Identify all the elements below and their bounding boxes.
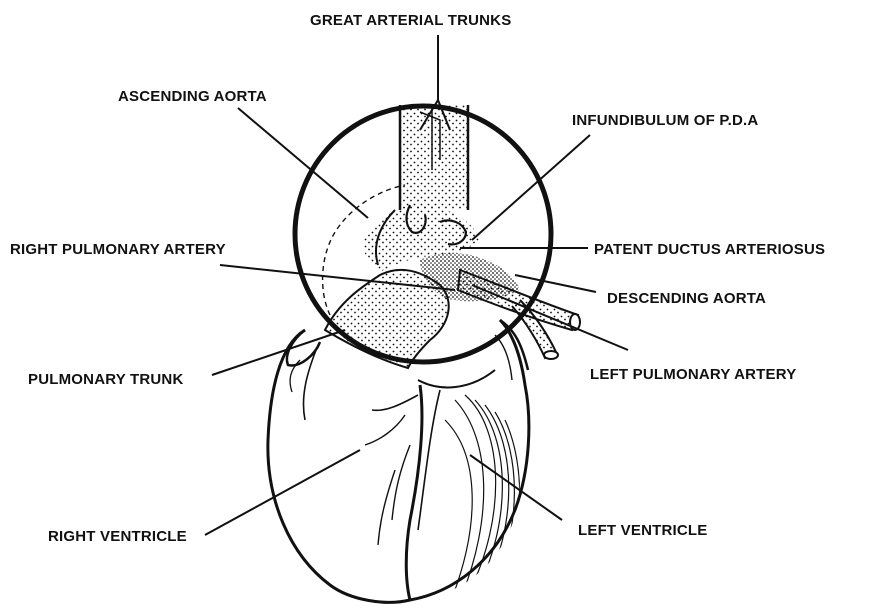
label-left-ventricle: LEFT VENTRICLE — [578, 522, 707, 539]
label-patent-ductus-arteriosus: PATENT DUCTUS ARTERIOSUS — [594, 241, 825, 258]
label-descending-aorta: DESCENDING AORTA — [607, 290, 766, 307]
descending-aorta — [458, 270, 580, 359]
label-ascending-aorta: ASCENDING AORTA — [118, 88, 267, 105]
label-pulmonary-trunk: PULMONARY TRUNK — [28, 371, 184, 388]
great-arterial-trunks — [400, 105, 468, 210]
label-right-ventricle: RIGHT VENTRICLE — [48, 528, 187, 545]
label-infundibulum-pda: INFUNDIBULUM OF P.D.A — [572, 112, 758, 129]
label-left-pulmonary-artery: LEFT PULMONARY ARTERY — [590, 366, 796, 383]
label-great-arterial-trunks: GREAT ARTERIAL TRUNKS — [310, 12, 511, 29]
label-right-pulmonary-artery: RIGHT PULMONARY ARTERY — [10, 241, 226, 258]
